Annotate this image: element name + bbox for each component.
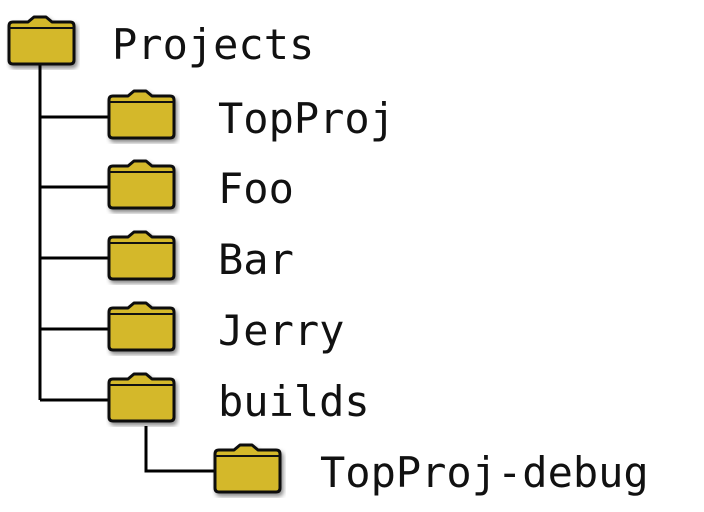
tree-node-label: TopProj	[218, 94, 396, 143]
folder-icon	[6, 14, 80, 75]
folder-icon	[212, 442, 286, 503]
tree-node-label: Bar	[218, 235, 294, 284]
tree-node-label: builds	[218, 377, 370, 426]
builds-trunk-line	[144, 426, 216, 473]
tree-node-label: Jerry	[218, 306, 345, 355]
folder-icon	[106, 158, 180, 219]
folder-icon	[106, 229, 180, 290]
tree-node-label: Foo	[218, 164, 294, 213]
tree-node-label: Projects	[112, 20, 315, 69]
folder-icon	[106, 371, 180, 432]
folder-icon	[106, 88, 180, 149]
folder-icon	[106, 300, 180, 361]
tree-node-label: TopProj-debug	[320, 448, 649, 497]
